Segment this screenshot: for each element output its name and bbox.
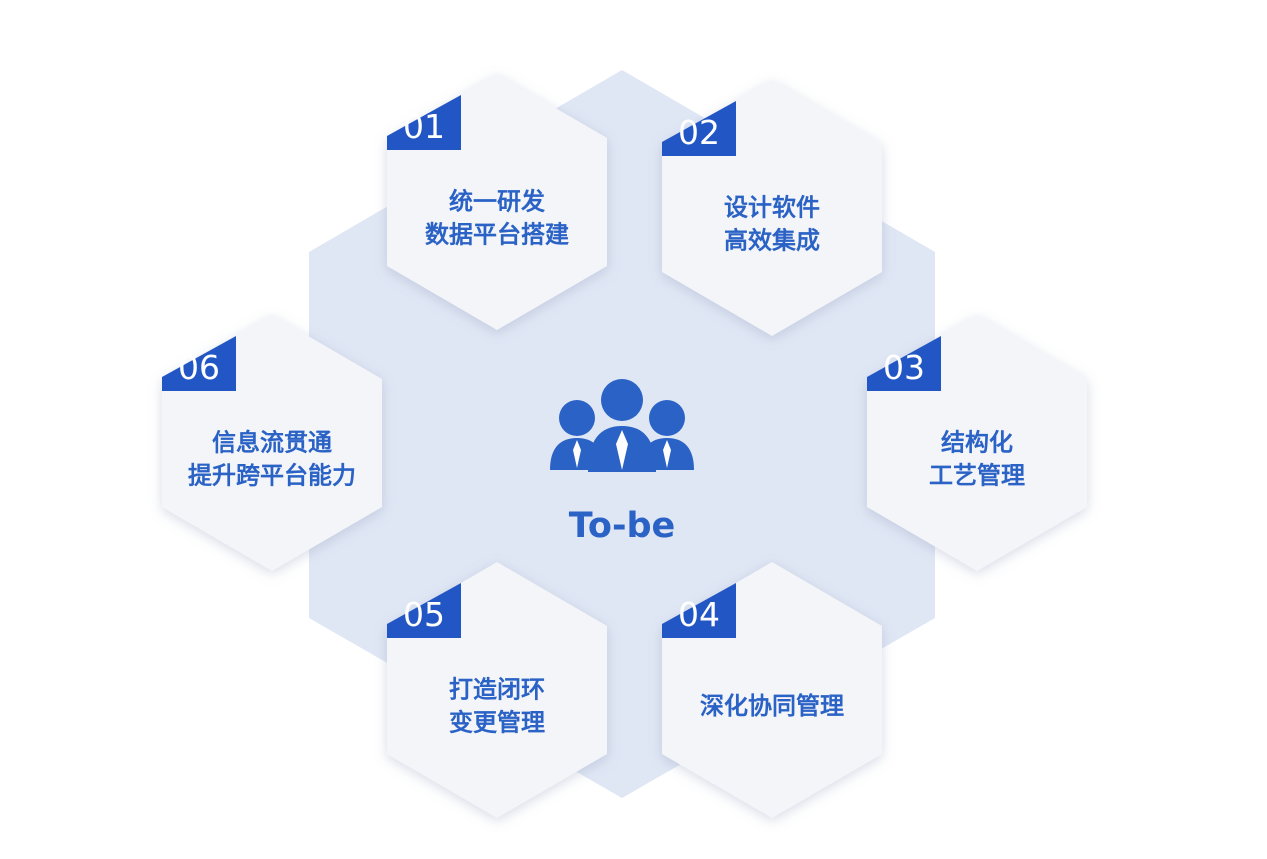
item-title-line: 统一研发 — [449, 188, 545, 216]
item-number: 05 — [403, 595, 445, 634]
item-title-line: 工艺管理 — [929, 462, 1025, 490]
item-number: 01 — [403, 107, 445, 146]
item-title-line: 数据平台搭建 — [425, 221, 569, 249]
hex-card-04: 04 深化协同管理 — [662, 562, 882, 818]
item-number: 03 — [883, 348, 925, 387]
center-label: To-be — [569, 506, 676, 546]
item-title-line: 提升跨平台能力 — [188, 462, 356, 490]
number-tab — [662, 100, 736, 156]
number-tab — [162, 335, 236, 391]
number-tab — [387, 94, 461, 150]
item-title-line: 信息流贯通 — [212, 429, 332, 457]
item-title-line: 变更管理 — [449, 709, 545, 737]
number-tab — [867, 335, 941, 391]
item-title-line: 高效集成 — [724, 227, 820, 255]
item-title-line: 深化协同管理 — [700, 692, 844, 720]
item-number: 02 — [678, 113, 720, 152]
item-title-line: 结构化 — [941, 429, 1013, 457]
item-title-line: 设计软件 — [724, 194, 820, 222]
number-tab — [662, 582, 736, 638]
item-number: 04 — [678, 595, 720, 634]
number-tab — [387, 582, 461, 638]
item-number: 06 — [178, 348, 220, 387]
people-group-icon — [550, 379, 694, 472]
item-title-line: 打造闭环 — [449, 676, 545, 704]
